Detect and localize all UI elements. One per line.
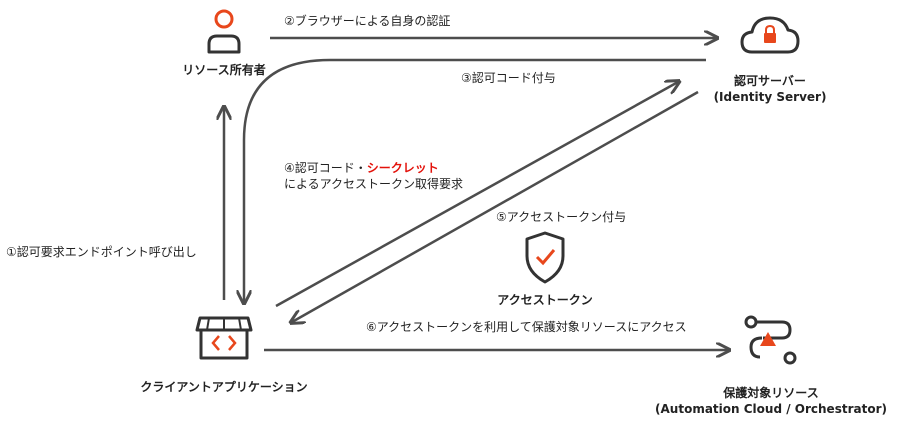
step-3-label: ③認可コード付与 [461, 71, 556, 85]
step-4-secret-highlight: シークレット [366, 161, 439, 175]
arrow-step-5 [292, 90, 699, 322]
step-4-prefix: ④認可コード・ [284, 161, 367, 175]
step-4-label-line2: によるアクセストークン取得要求 [284, 177, 464, 191]
arrow-step-4 [275, 82, 678, 308]
cloud-lock-icon [740, 16, 800, 54]
resource-owner-label: リソース所有者 [182, 63, 266, 77]
step-2-label: ②ブラウザーによる自身の認証 [284, 14, 451, 28]
resource-flow-icon [744, 315, 797, 365]
person-icon [207, 9, 241, 54]
step-1-label: ①認可要求エンドポイント呼び出し [6, 245, 197, 259]
protected-resource-label: 保護対象リソース [723, 386, 819, 400]
shield-check-icon [525, 231, 565, 284]
protected-resource-subtitle: (Automation Cloud / Orchestrator) [655, 402, 887, 416]
auth-server-label: 認可サーバー [734, 74, 806, 88]
step-6-label: ⑥アクセストークンを利用して保護対象リソースにアクセス [366, 320, 687, 334]
access-token-label: アクセストークン [497, 293, 593, 307]
storefront-code-icon [195, 316, 253, 360]
step-4-label: ④認可コード・シークレット [284, 160, 439, 176]
step-5-label: ⑤アクセストークン付与 [496, 210, 627, 224]
arrow-step-3 [244, 58, 706, 302]
auth-server-subtitle: (Identity Server) [713, 90, 827, 104]
client-app-label: クライアントアプリケーション [140, 380, 308, 394]
